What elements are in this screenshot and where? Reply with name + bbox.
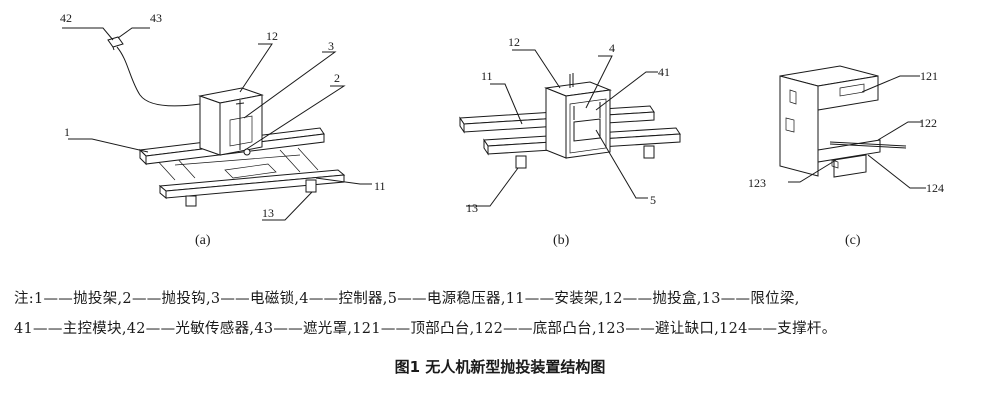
label-43: 43 (150, 11, 162, 25)
feet (185, 179, 317, 207)
base-plate (224, 163, 277, 179)
notes-line-1: 注:1——抛投架,2——抛投钩,3——电磁锁,4——控制器,5——电源稳压器,1… (14, 291, 800, 307)
sensor-cable (116, 46, 201, 107)
label-41: 41 (658, 65, 670, 79)
label-12b: 12 (508, 35, 520, 49)
panel-a-leaders (62, 27, 372, 221)
label-13a: 13 (262, 206, 274, 220)
label-13b: 13 (466, 201, 478, 215)
label-42: 42 (60, 11, 72, 25)
label-4: 4 (609, 41, 615, 55)
panel-c-leaders (788, 75, 926, 189)
notes-line-2: 41——主控模块,42——光敏传感器,43——遮光罩,121——顶部凸台,122… (14, 321, 837, 337)
figure-caption: 图1 无人机新型抛投装置结构图 (394, 358, 606, 376)
label-12a: 12 (266, 29, 278, 43)
subcaption-a: (a) (195, 233, 211, 248)
label-11b: 11 (481, 69, 493, 83)
label-2: 2 (334, 71, 340, 85)
label-5: 5 (650, 193, 656, 207)
figure-svg: 42 43 12 3 2 1 11 13 (a) (60, 11, 944, 248)
light-sensor (107, 36, 124, 51)
subcaption-b: (b) (553, 233, 570, 248)
drop-box-b (544, 73, 612, 159)
label-124: 124 (926, 181, 944, 195)
label-122: 122 (919, 116, 937, 130)
panel-c-drawing (779, 65, 907, 178)
drop-box (198, 87, 264, 156)
figure: 42 43 12 3 2 1 11 13 (a) (60, 11, 944, 248)
panel-a-drawing (107, 36, 346, 207)
front-beam (158, 169, 346, 200)
label-11a: 11 (374, 179, 386, 193)
label-3: 3 (328, 39, 334, 53)
label-1: 1 (64, 125, 70, 139)
figure-notes: 注:1——抛投架,2——抛投钩,3——电磁锁,4——控制器,5——电源稳压器,1… (14, 284, 989, 344)
subcaption-c: (c) (845, 233, 861, 248)
frame-rails (154, 147, 319, 181)
panel-b-leaders (466, 49, 658, 207)
label-121: 121 (920, 69, 938, 83)
panel-b-drawing (459, 73, 681, 169)
label-123: 123 (748, 176, 766, 190)
feet-b (515, 145, 655, 169)
